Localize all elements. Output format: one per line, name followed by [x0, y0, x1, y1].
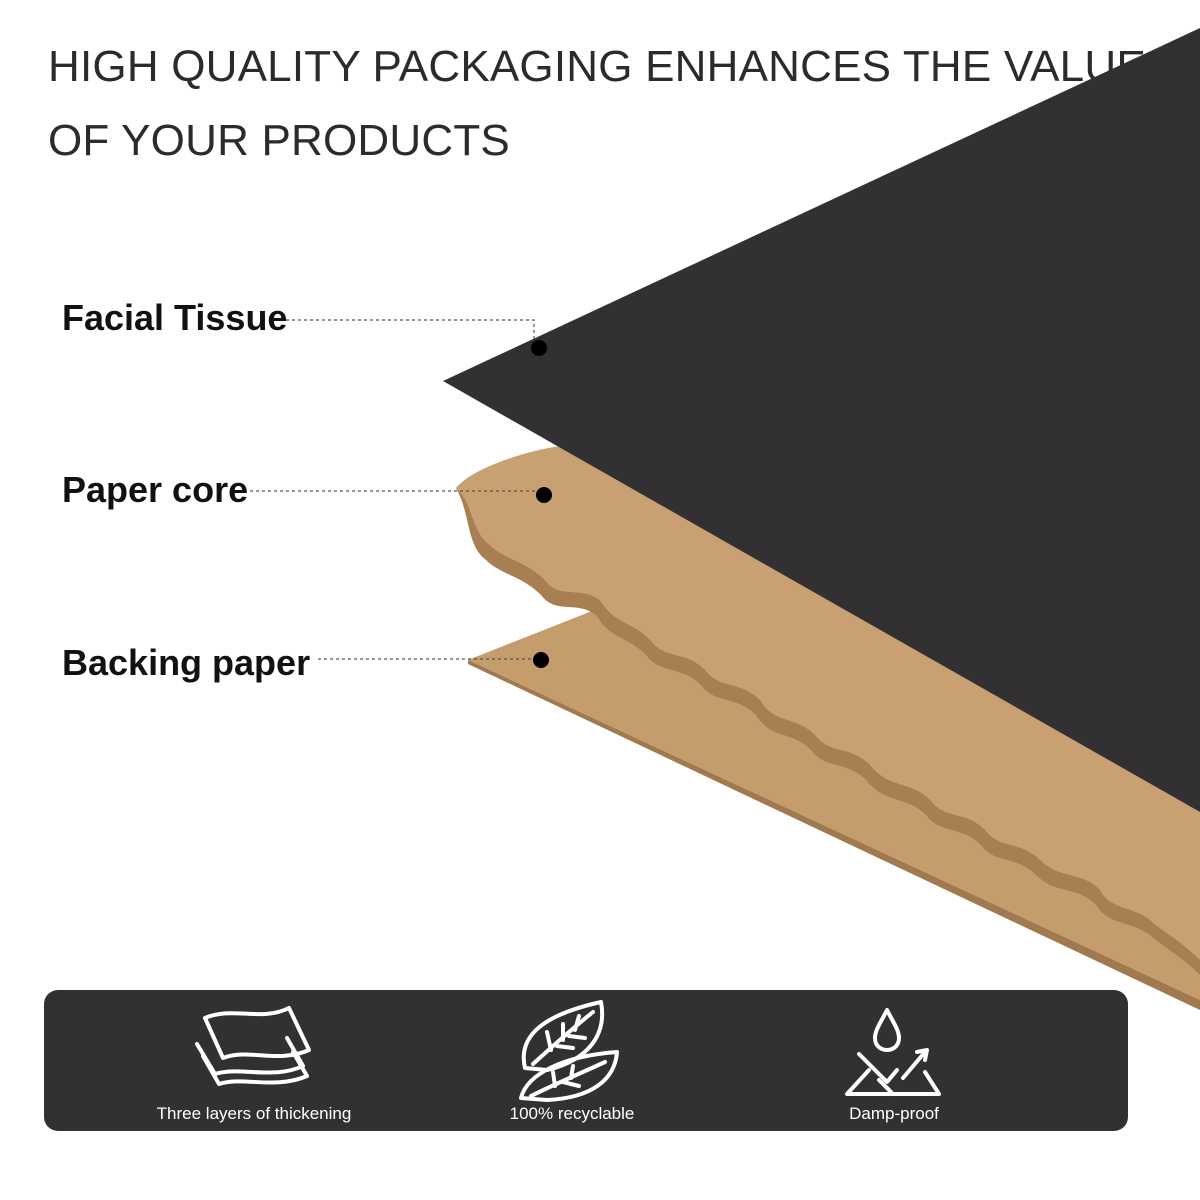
paper-core-sheet [456, 446, 1200, 960]
facial-tissue-marker [531, 340, 547, 356]
water-drop-icon [845, 1008, 941, 1096]
backing-paper-sheet [468, 592, 1200, 1000]
feature-three-layers: Three layers of thickening [134, 990, 374, 1131]
facial-tissue-leader-line [286, 319, 535, 340]
leaf-icon [519, 1000, 619, 1102]
feature-bar: Three layers of thickening 100% recyclab… [44, 990, 1128, 1131]
paper-core-flute-shadow [456, 488, 1200, 975]
backing-paper-edge [468, 660, 1200, 1010]
feature-recyclable: 100% recyclable [472, 990, 672, 1131]
feature-damp-proof: Damp-proof [794, 990, 994, 1131]
layered-sheets-icon [195, 1006, 311, 1086]
paper-core-label: Paper core [62, 469, 249, 510]
page-headline: HIGH QUALITY PACKAGING ENHANCES THE VALU… [48, 42, 1146, 165]
facial-tissue-sheet [443, 28, 1200, 812]
feature-three-layers-label: Three layers of thickening [156, 1104, 352, 1123]
facial-tissue-label: Facial Tissue [62, 297, 288, 338]
paper-core-marker [536, 487, 552, 503]
feature-damp-proof-label: Damp-proof [849, 1104, 939, 1123]
backing-paper-label: Backing paper [62, 642, 311, 683]
backing-paper-marker [533, 652, 549, 668]
feature-recyclable-label: 100% recyclable [509, 1104, 635, 1123]
